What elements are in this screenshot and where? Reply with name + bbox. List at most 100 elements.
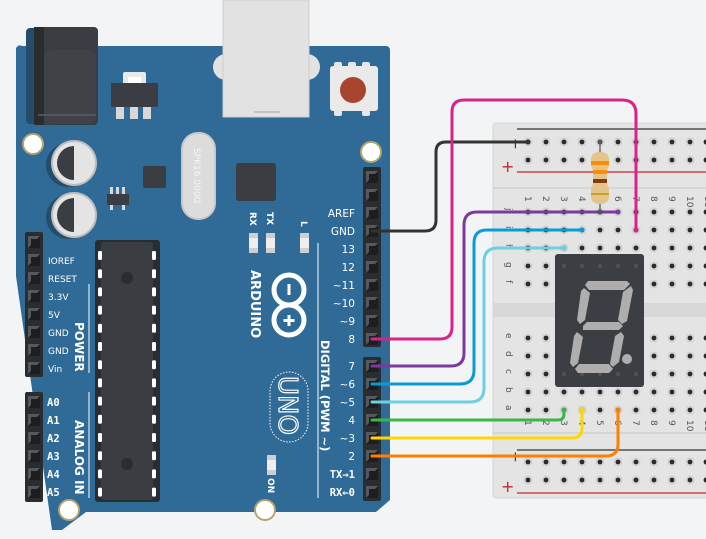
breadboard-hole[interactable] bbox=[595, 225, 605, 235]
breadboard-hole[interactable] bbox=[649, 387, 659, 397]
breadboard-hole[interactable] bbox=[577, 475, 587, 485]
breadboard-hole[interactable] bbox=[649, 261, 659, 271]
header-socket[interactable] bbox=[366, 261, 378, 273]
breadboard-hole[interactable] bbox=[613, 137, 623, 147]
breadboard-hole[interactable] bbox=[703, 371, 706, 377]
seven-segment-display[interactable] bbox=[555, 254, 644, 387]
breadboard-hole[interactable] bbox=[685, 333, 695, 343]
breadboard-hole[interactable] bbox=[649, 369, 659, 379]
breadboard-hole[interactable] bbox=[703, 335, 706, 341]
wire-pin4[interactable] bbox=[370, 408, 566, 422]
wire-pin2[interactable] bbox=[370, 408, 620, 458]
header-socket[interactable] bbox=[28, 254, 40, 266]
reset-button-cap[interactable] bbox=[340, 77, 366, 103]
breadboard-hole[interactable] bbox=[523, 155, 533, 165]
breadboard-hole[interactable] bbox=[685, 243, 695, 253]
breadboard-hole[interactable] bbox=[595, 475, 605, 485]
breadboard-hole[interactable] bbox=[667, 225, 677, 235]
wire-gnd[interactable] bbox=[370, 140, 530, 233]
breadboard-hole[interactable] bbox=[685, 137, 695, 147]
breadboard-hole[interactable] bbox=[667, 405, 677, 415]
breadboard-hole[interactable] bbox=[667, 351, 677, 361]
header-socket[interactable] bbox=[366, 486, 378, 498]
breadboard-hole[interactable] bbox=[613, 155, 623, 165]
breadboard-hole[interactable] bbox=[541, 137, 551, 147]
breadboard-hole[interactable] bbox=[541, 261, 551, 271]
breadboard-hole[interactable] bbox=[667, 457, 677, 467]
header-socket[interactable] bbox=[28, 308, 40, 320]
header-socket[interactable] bbox=[366, 189, 378, 201]
breadboard-hole[interactable] bbox=[541, 333, 551, 343]
breadboard-hole[interactable] bbox=[577, 457, 587, 467]
breadboard-hole[interactable] bbox=[685, 475, 695, 485]
header-socket[interactable] bbox=[28, 414, 40, 426]
breadboard-hole[interactable] bbox=[703, 281, 706, 287]
breadboard-hole[interactable] bbox=[541, 457, 551, 467]
header-socket[interactable] bbox=[366, 171, 378, 183]
breadboard-hole[interactable] bbox=[703, 353, 706, 359]
breadboard-hole[interactable] bbox=[667, 137, 677, 147]
breadboard-hole[interactable] bbox=[577, 387, 587, 397]
header-socket[interactable] bbox=[366, 279, 378, 291]
breadboard-hole[interactable] bbox=[649, 351, 659, 361]
breadboard-hole[interactable] bbox=[649, 243, 659, 253]
breadboard-hole[interactable] bbox=[523, 351, 533, 361]
header-socket[interactable] bbox=[366, 468, 378, 480]
breadboard-hole[interactable] bbox=[523, 387, 533, 397]
breadboard-hole[interactable] bbox=[523, 475, 533, 485]
header-socket[interactable] bbox=[28, 486, 40, 498]
header-socket[interactable] bbox=[366, 243, 378, 255]
breadboard-hole[interactable] bbox=[667, 243, 677, 253]
breadboard-hole[interactable] bbox=[649, 137, 659, 147]
breadboard-hole[interactable] bbox=[595, 457, 605, 467]
breadboard-hole[interactable] bbox=[703, 227, 706, 233]
header-socket[interactable] bbox=[28, 344, 40, 356]
breadboard-hole[interactable] bbox=[703, 157, 706, 163]
breadboard-hole[interactable] bbox=[649, 457, 659, 467]
breadboard-hole[interactable] bbox=[703, 407, 706, 413]
header-socket[interactable] bbox=[366, 315, 378, 327]
breadboard-hole[interactable] bbox=[523, 261, 533, 271]
breadboard-hole[interactable] bbox=[541, 475, 551, 485]
breadboard-hole[interactable] bbox=[667, 369, 677, 379]
breadboard-hole[interactable] bbox=[703, 477, 706, 483]
breadboard-hole[interactable] bbox=[613, 387, 623, 397]
breadboard-hole[interactable] bbox=[541, 155, 551, 165]
breadboard-hole[interactable] bbox=[595, 405, 605, 415]
breadboard-hole[interactable] bbox=[703, 389, 706, 395]
breadboard-hole[interactable] bbox=[523, 369, 533, 379]
breadboard-hole[interactable] bbox=[559, 387, 569, 397]
breadboard-hole[interactable] bbox=[631, 475, 641, 485]
header-socket[interactable] bbox=[28, 432, 40, 444]
breadboard-hole[interactable] bbox=[649, 405, 659, 415]
breadboard-hole[interactable] bbox=[667, 333, 677, 343]
breadboard-hole[interactable] bbox=[649, 225, 659, 235]
breadboard-hole[interactable] bbox=[523, 279, 533, 289]
breadboard-hole[interactable] bbox=[541, 387, 551, 397]
header-socket[interactable] bbox=[28, 468, 40, 480]
wire-pin7[interactable] bbox=[370, 210, 620, 368]
breadboard-hole[interactable] bbox=[577, 155, 587, 165]
breadboard-hole[interactable] bbox=[577, 243, 587, 253]
breadboard-hole[interactable] bbox=[685, 155, 695, 165]
breadboard-hole[interactable] bbox=[703, 263, 706, 269]
breadboard-hole[interactable] bbox=[685, 261, 695, 271]
breadboard-hole[interactable] bbox=[613, 457, 623, 467]
header-socket[interactable] bbox=[366, 297, 378, 309]
header-socket[interactable] bbox=[28, 396, 40, 408]
breadboard-hole[interactable] bbox=[631, 457, 641, 467]
breadboard-hole[interactable] bbox=[667, 207, 677, 217]
breadboard-hole[interactable] bbox=[523, 457, 533, 467]
breadboard-hole[interactable] bbox=[685, 279, 695, 289]
breadboard-hole[interactable] bbox=[559, 457, 569, 467]
header-socket[interactable] bbox=[366, 207, 378, 219]
breadboard-hole[interactable] bbox=[523, 333, 533, 343]
breadboard-hole[interactable] bbox=[649, 155, 659, 165]
breadboard-hole[interactable] bbox=[541, 369, 551, 379]
breadboard-hole[interactable] bbox=[631, 243, 641, 253]
breadboard-hole[interactable] bbox=[541, 405, 551, 415]
breadboard-hole[interactable] bbox=[703, 245, 706, 251]
breadboard-hole[interactable] bbox=[649, 475, 659, 485]
breadboard-hole[interactable] bbox=[667, 261, 677, 271]
breadboard-hole[interactable] bbox=[649, 333, 659, 343]
